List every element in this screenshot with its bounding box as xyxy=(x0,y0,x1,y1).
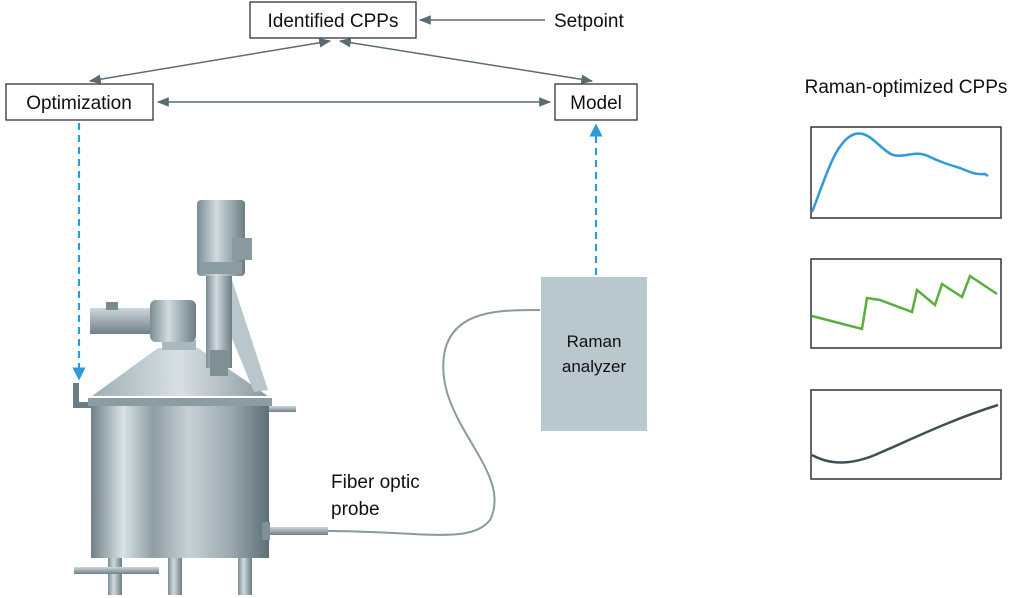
trend-panel-2 xyxy=(810,258,1002,349)
trend-curve-1 xyxy=(810,132,989,213)
fiber-optic-cable xyxy=(327,309,541,536)
trend-curve-3 xyxy=(811,403,999,464)
model-label: Model xyxy=(570,93,622,114)
identified-cpps-box: Identified CPPs xyxy=(249,1,417,39)
cpps-model-arrow xyxy=(338,37,594,85)
raman-analyzer-icon: Raman analyzer xyxy=(541,277,647,431)
raman-optimized-title: Raman-optimized CPPs xyxy=(805,77,1008,98)
fiber-optic-label-line1: Fiber optic xyxy=(331,472,420,493)
raman-analyzer-label-line2: analyzer xyxy=(562,357,627,376)
trend-curve-2 xyxy=(811,274,998,331)
trend-panel-3 xyxy=(810,389,1002,480)
trend-panel-1 xyxy=(810,126,1002,219)
fiber-optic-label-line2: probe xyxy=(331,499,380,520)
optimization-cpps-arrow xyxy=(88,38,332,84)
raman-analyzer-label-line1: Raman xyxy=(567,332,622,351)
optimization-box: Optimization xyxy=(5,83,154,121)
identified-cpps-label: Identified CPPs xyxy=(268,11,399,32)
stirred-tank-reactor-icon xyxy=(73,200,328,595)
model-box: Model xyxy=(554,83,638,121)
setpoint-label: Setpoint xyxy=(554,11,624,32)
optimization-label: Optimization xyxy=(26,93,132,114)
